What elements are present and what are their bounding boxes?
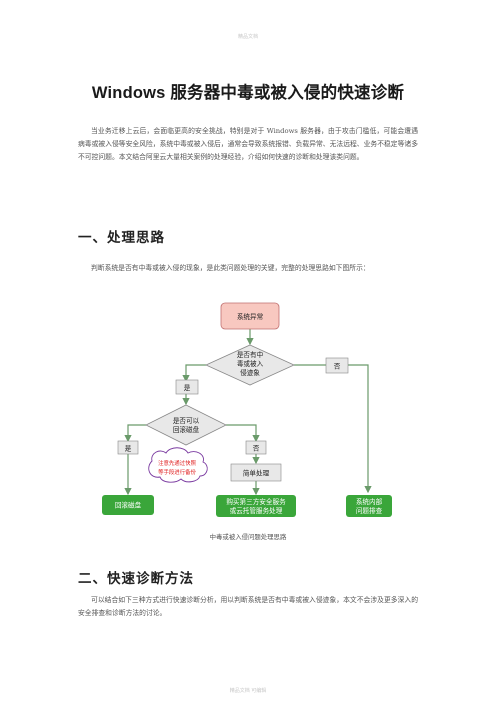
decision-infected-line3: 侵迹象	[240, 368, 260, 377]
document-title: Windows 服务器中毒或被入侵的快速诊断	[91, 84, 405, 102]
node-internal-line1: 系统内部	[356, 497, 383, 506]
node-third-party-line1: 购买第三方安全服务	[226, 497, 286, 506]
node-rollback-disk-text: 回滚磁盘	[115, 501, 142, 510]
label-no-2	[245, 440, 267, 455]
node-internal-line2: 问题排查	[356, 506, 383, 515]
flowchart: 系统异常 是否有中 毒或被入 侵迹象 否 是 是否可以 回滚磁盘 是 否 简单处…	[102, 302, 392, 517]
section-2-paragraph: 可以结合如下三种方式进行快速诊断分析，用以判断系统是否有中毒或被入侵迹象，本文不…	[78, 596, 418, 618]
node-rollback-disk	[102, 495, 154, 515]
label-no-right	[325, 357, 349, 374]
cloud-note-line1: 注意先通过快照	[158, 459, 196, 467]
decision-rollback-line1: 是否可以	[173, 417, 200, 425]
decision-infected-line2: 毒或被入	[237, 359, 264, 368]
footer-watermark: 精品文档 可编辑	[229, 688, 267, 694]
flow-connectors	[124, 329, 372, 496]
node-third-party-service	[216, 495, 296, 517]
label-no-right-text: 否	[334, 363, 341, 371]
cloud-note	[148, 447, 208, 483]
node-simple-handling-text: 简单处理	[243, 469, 270, 478]
decision-infected	[205, 344, 295, 386]
cloud-note-line2: 等手段进行备份	[158, 468, 196, 476]
node-start	[220, 302, 280, 330]
label-yes-2	[117, 440, 139, 455]
section-heading-1: 一、处理思路	[78, 230, 165, 246]
label-yes-1-text: 是	[184, 384, 191, 392]
decision-rollback-line2: 回滚磁盘	[173, 425, 200, 434]
node-internal-check	[346, 495, 392, 517]
node-simple-handling	[230, 463, 282, 482]
node-start-label: 系统异常	[237, 312, 264, 321]
label-yes-1	[175, 379, 199, 395]
header-watermark: 精品文档	[237, 34, 258, 40]
node-third-party-line2: 或云托管服务处理	[230, 506, 283, 515]
decision-infected-line1: 是否有中	[237, 350, 263, 359]
label-no-2-text: 否	[253, 445, 260, 453]
section-heading-2: 二、快速诊断方法	[78, 571, 194, 587]
intro-paragraph: 当业务迁移上云后，会面临更高的安全挑战，特别是对于 Windows 服务器，由于…	[78, 127, 418, 162]
decision-rollback	[145, 404, 227, 446]
figure-caption: 中毒或被入侵问题处理思路	[209, 533, 287, 541]
section-1-paragraph: 判断系统是否有中毒或被入侵的现象，是此类问题处理的关键，完整的处理思路如下图所示…	[91, 264, 370, 272]
label-yes-2-text: 是	[125, 445, 132, 453]
